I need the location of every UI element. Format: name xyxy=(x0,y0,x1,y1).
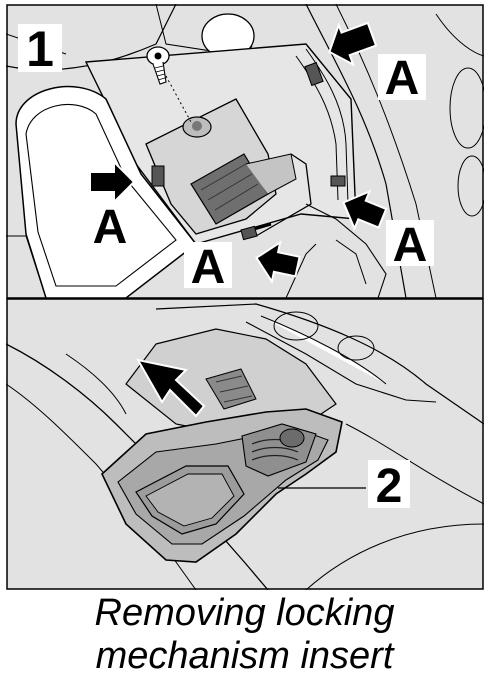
clip-arrow-left xyxy=(89,159,136,205)
svg-text:A: A xyxy=(393,219,428,272)
caption-line-2: mechanism insert xyxy=(95,635,394,677)
bottom-panel xyxy=(6,298,484,590)
figure: 1 A A A A xyxy=(6,4,484,590)
svg-text:1: 1 xyxy=(26,21,54,77)
svg-text:2: 2 xyxy=(376,460,403,513)
clip-arrow-upper-right xyxy=(328,21,378,67)
callout-1: 1 xyxy=(18,21,62,77)
svg-text:A: A xyxy=(93,201,128,254)
callout-a-left: A xyxy=(86,201,134,254)
svg-text:A: A xyxy=(191,241,226,294)
top-panel xyxy=(6,4,484,299)
screw-icon xyxy=(146,46,170,85)
clip-arrow-right xyxy=(342,189,388,232)
caption-line-1: Removing locking xyxy=(94,592,395,634)
callout-2: 2 xyxy=(368,460,410,513)
figure-caption: Removing locking mechanism insert xyxy=(0,592,489,678)
callout-a-right: A xyxy=(386,219,434,272)
locking-mechanism-insert xyxy=(101,408,343,563)
removal-arrow-icon xyxy=(136,358,206,418)
clip-arrow-lower xyxy=(255,240,301,285)
svg-text:A: A xyxy=(385,52,420,105)
callout-a-upper-right: A xyxy=(378,52,426,105)
callout-a-bottom: A xyxy=(184,241,232,294)
illustration: 1 A A A A xyxy=(6,4,484,590)
